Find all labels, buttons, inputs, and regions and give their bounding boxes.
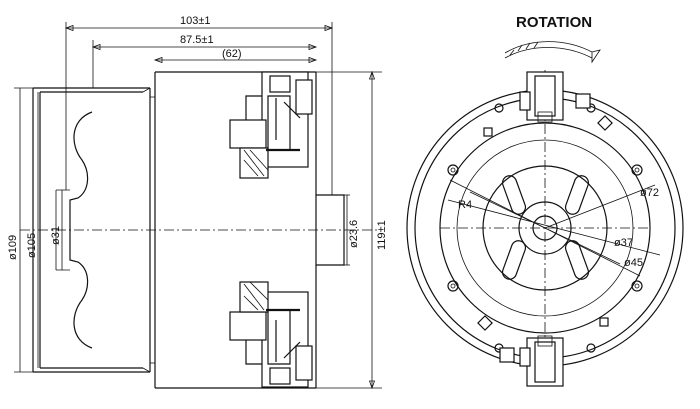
- dimension-lines-top: [64, 22, 334, 195]
- dim-diameter-45: ø45: [624, 257, 643, 269]
- kidney-slots: [501, 175, 590, 280]
- dimension-lines-left: [14, 87, 63, 373]
- side-view: 103±1 87.5±1 (62) ø109 ø105 ø31 ø23.6 11…: [7, 15, 388, 390]
- dim-overall-length: 103±1: [180, 15, 211, 27]
- dim-reference-length: (62): [222, 48, 242, 60]
- dim-boss-diameter: ø23.6: [348, 220, 360, 248]
- dimension-lines-right: [316, 70, 382, 390]
- upper-brush-assembly: [229, 71, 313, 179]
- terminal-tabs: [477, 115, 613, 331]
- dim-outer-diameter: ø109: [7, 235, 19, 260]
- dim-radius: R4: [458, 199, 472, 211]
- front-view: ROTATION: [406, 14, 684, 387]
- rotation-title: ROTATION: [516, 14, 592, 31]
- dim-diameter-72: ø72: [640, 187, 659, 199]
- dim-overall-height: 119±1: [376, 220, 388, 250]
- dim-inner-diameter: ø105: [26, 233, 38, 258]
- dim-diameter-37: ø37: [614, 237, 633, 249]
- top-brush-housing: [519, 71, 591, 123]
- lower-brush-assembly: [229, 281, 313, 388]
- dim-hole-diameter: ø31: [50, 226, 62, 245]
- leader-72: [544, 184, 656, 229]
- bottom-brush-housing: [499, 335, 564, 387]
- leader-diagonal-2: [447, 199, 661, 256]
- rotation-arrow-icon: [504, 41, 601, 64]
- dim-body-length: 87.5±1: [180, 34, 214, 46]
